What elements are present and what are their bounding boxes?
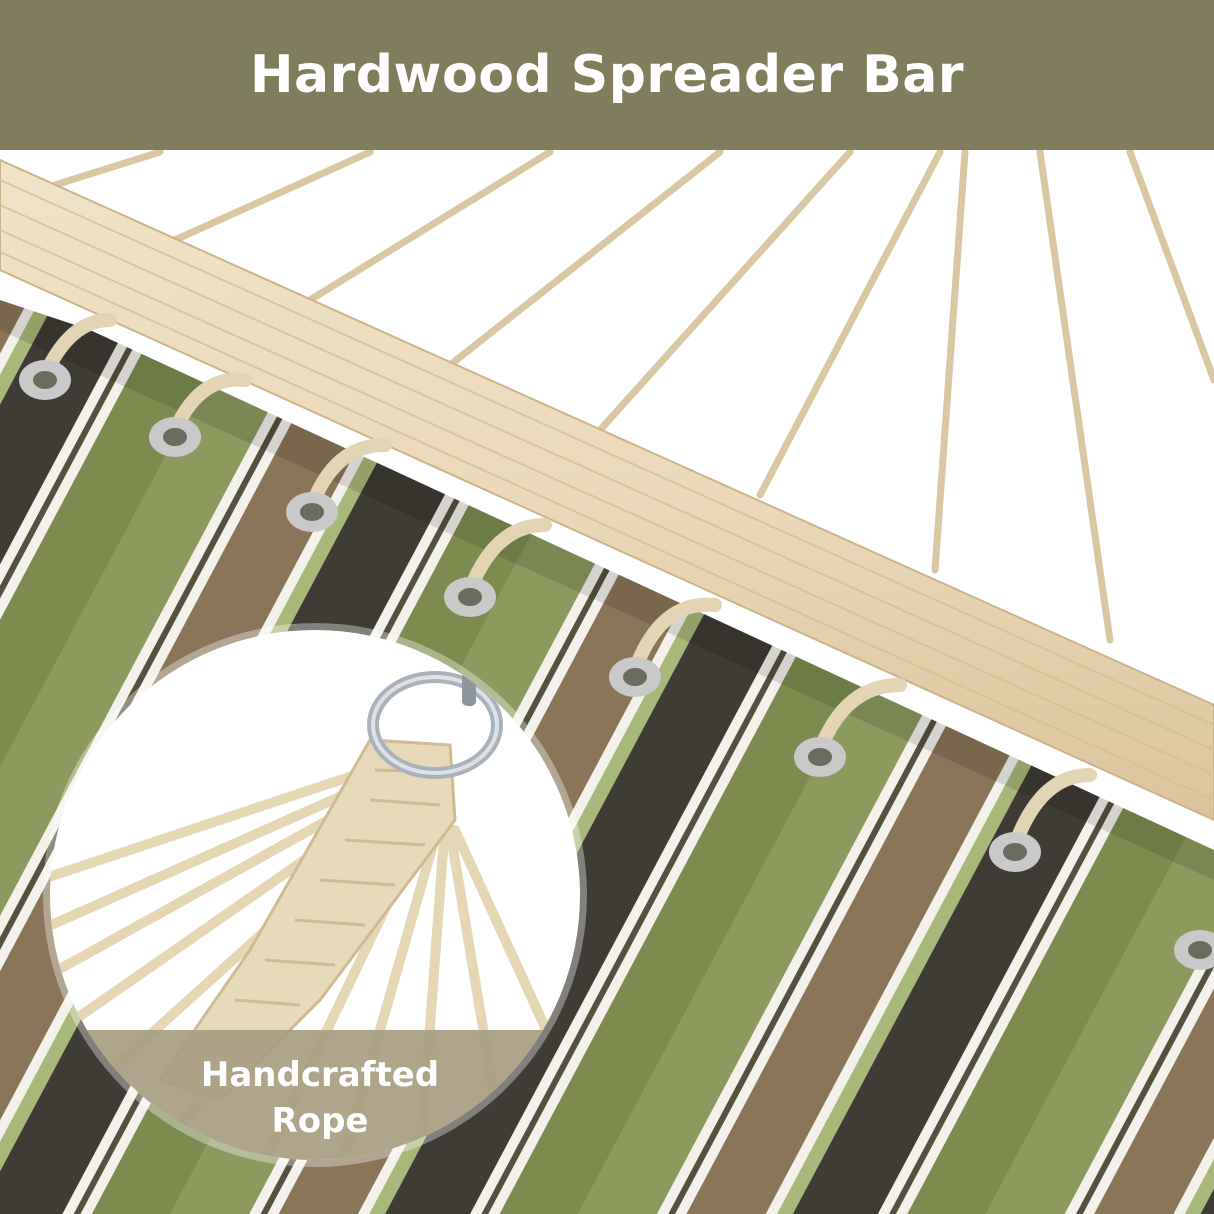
rope-5 [596, 148, 854, 434]
inset-label: Handcrafted Rope [160, 1052, 480, 1144]
rope-6 [756, 148, 944, 499]
wood-grain [0, 179, 1214, 801]
grommet-5 [609, 597, 722, 697]
rope-4 [446, 148, 724, 369]
grommet-row [19, 313, 1214, 970]
grommet-3 [286, 438, 392, 532]
grommet-2 [149, 372, 252, 457]
grommet-1 [19, 313, 117, 400]
grommet-6 [794, 678, 907, 777]
rope-1 [51, 148, 164, 189]
rope-9 [1126, 148, 1214, 384]
inset-label-line1: Handcrafted [200, 1055, 440, 1095]
suspension-ropes [51, 148, 1214, 644]
rope-3 [306, 148, 554, 304]
header-band: Hardwood Spreader Bar [0, 0, 1214, 150]
rope-2 [171, 148, 374, 244]
grommet-4 [444, 518, 552, 617]
spreader-bar [0, 158, 1214, 822]
inset-label-line2: Rope [271, 1101, 369, 1141]
header-title: Hardwood Spreader Bar [249, 45, 965, 105]
grommet-8 [1174, 930, 1214, 970]
rope-7 [931, 148, 969, 574]
rope-8 [1036, 148, 1114, 644]
grommet-7 [989, 768, 1097, 872]
